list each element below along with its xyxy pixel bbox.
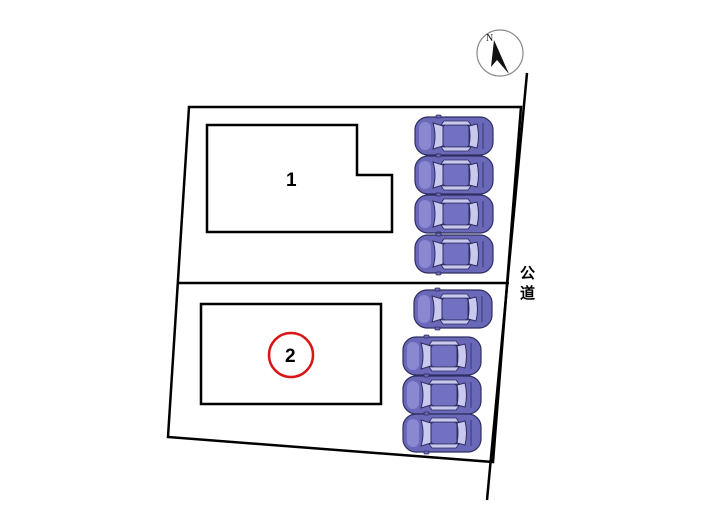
parking-car-lot2-2 bbox=[402, 334, 482, 378]
north-compass: N bbox=[476, 29, 524, 77]
compass-north-label: N bbox=[486, 33, 493, 44]
compass-needle-icon bbox=[491, 40, 509, 74]
lot-1-number: 1 bbox=[286, 170, 297, 191]
parking-car-lot1-3 bbox=[414, 192, 494, 236]
parking-car-lot1-1 bbox=[414, 114, 494, 158]
lot-1-building bbox=[205, 123, 394, 234]
road-label-char-1: 公 bbox=[520, 264, 535, 282]
parking-car-lot2-1 bbox=[413, 287, 493, 331]
parking-car-lot1-2 bbox=[414, 153, 494, 197]
lot-2-number: 2 bbox=[285, 346, 296, 367]
parking-car-lot2-3 bbox=[402, 373, 482, 417]
lot-2-building bbox=[199, 302, 383, 406]
compass-circle bbox=[476, 29, 524, 77]
parking-car-lot2-4 bbox=[402, 411, 482, 455]
lot-2-highlight-circle bbox=[267, 331, 315, 379]
parking-car-lot1-4 bbox=[414, 232, 494, 276]
site-boundary bbox=[166, 105, 523, 464]
road-label-char-2: 道 bbox=[520, 284, 535, 302]
